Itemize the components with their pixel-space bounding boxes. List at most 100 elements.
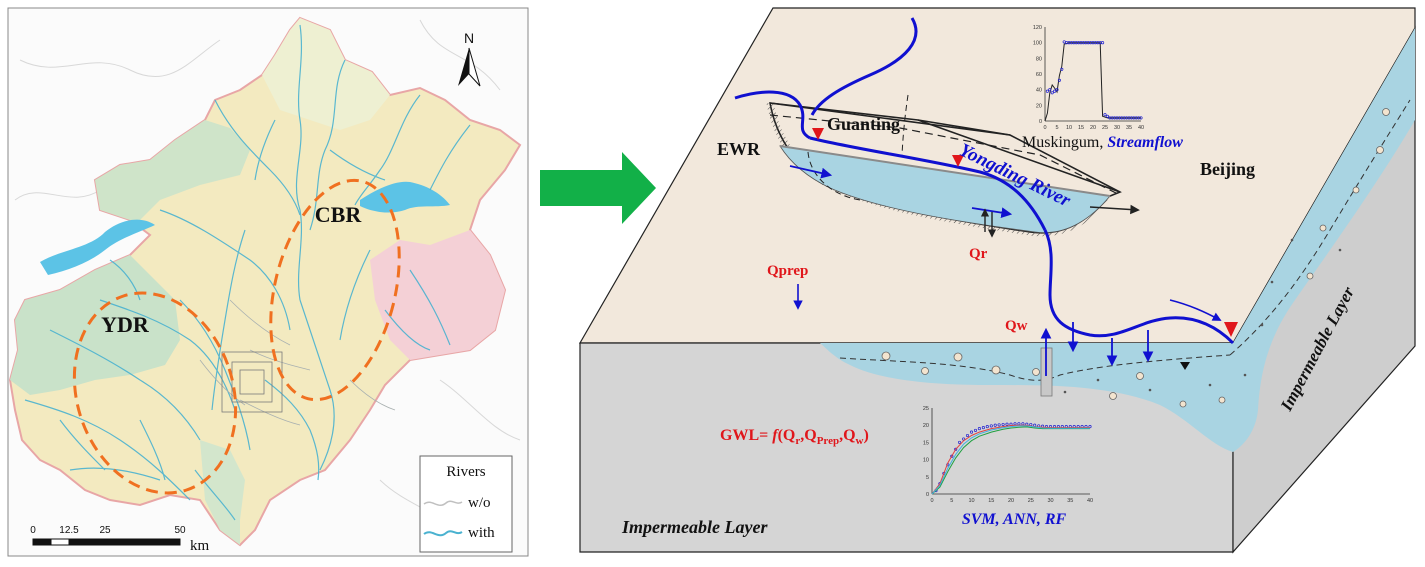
reservoir-gray-line [779,145,1111,197]
streamflow-y-tick-100: 100 [1033,41,1042,47]
pink-zone-east [370,230,505,360]
gwl-point [965,433,970,438]
gwl-x-tick-20: 20 [1008,498,1014,504]
streamflow-point [1103,113,1107,117]
muskingum-label: Muskingum, Streamflow [1022,134,1183,151]
scale-tick-0: 0 [30,525,36,536]
gwl-x-tick-25: 25 [1028,498,1034,504]
gwl-point [997,423,1001,427]
gwl-point [981,426,985,430]
river-network [24,24,471,521]
reservoir-vertical-dash [901,94,909,156]
ydr-boundary-ellipse [72,291,238,495]
gwl-y-tick-0: 0 [926,492,929,498]
reservoir-dashed-line [769,114,1121,196]
light-zone-north [262,18,390,130]
scale-tick-50: 50 [174,525,186,536]
gwl-x-tick-0: 0 [930,498,933,504]
green-arrow-icon [540,152,656,224]
scale-tick-25: 25 [99,525,111,536]
legend-title: Rivers [446,464,485,480]
gwl-y-tick-25: 25 [923,406,929,412]
streamflow-point [1139,116,1143,120]
streamflow-y-tick-80: 80 [1036,56,1042,62]
streamflow-y-tick-60: 60 [1036,72,1042,78]
streamflow-x-tick-10: 10 [1066,125,1072,131]
legend-line-with [423,530,463,537]
green-zone-west [10,255,180,395]
gwl-point [993,423,997,427]
cbr-boundary-ellipse [269,178,401,402]
gwl-point [1001,422,1005,427]
streamflow-y-tick-0: 0 [1039,119,1042,125]
groundwater-level-marker [1180,362,1190,370]
yongding-river-upstream [734,90,811,140]
streamflow-point [1055,88,1059,92]
ml-models-label: SVM, ANN, RF [962,511,1067,528]
guanting-reservoir [40,219,155,275]
streamflow-y-tick-20: 20 [1036,103,1042,109]
gwl-y-tick-20: 20 [923,423,929,429]
streamflow-point [1053,89,1057,93]
streamflow-y-tick-40: 40 [1036,88,1042,94]
gwl-point [989,424,993,428]
yongding-river-through-reservoir [809,136,1047,231]
gwl-series-line-1 [931,424,1090,495]
streamflow-series-line-0 [1044,42,1141,122]
legend-label-without: w/o [468,495,491,511]
impermeable-layer-bottom-label: Impermeable Layer [621,517,768,537]
water-level-marker-reservoir [952,155,964,167]
streamflow-x-tick-15: 15 [1078,125,1084,131]
streamflow-point [1105,114,1109,118]
reservoir-flow-arrow-2 [971,207,1013,218]
reservoir-dashed-arc [807,151,861,201]
gwl-x-tick-15: 15 [988,498,994,504]
gwl-point [958,440,962,444]
city-center-grid [221,351,283,413]
streamflow-x-tick-30: 30 [1114,125,1120,131]
water-level-marker-downstream [1224,322,1238,337]
reservoir-dam-line [769,102,1011,136]
streamflow-point [1050,91,1054,95]
ewr-label: EWR [717,139,761,159]
streamflow-x-tick-35: 35 [1126,125,1132,131]
yongding-river-downstream [1043,229,1235,345]
map-panel: CBR YDR N Rivers w/o with 0 12.5 25 50 [7,7,529,557]
aquifer-pebbles [881,108,1390,408]
scale-bar: 0 12.5 25 50 km [30,525,209,554]
gwl-point [985,425,989,429]
block-diagram: Guanting EWR Yongding River Beijing Qr Q… [578,7,1416,554]
gwl-x-tick-35: 35 [1067,498,1073,504]
gwl-point [954,447,958,451]
gwl-x-tick-5: 5 [950,498,953,504]
gwl-y-tick-5: 5 [926,475,929,481]
gwl-x-tick-40: 40 [1087,498,1093,504]
legend-line-without [423,500,463,507]
gwl-series-line-3 [931,425,1090,495]
reservoir-rim-line [917,119,1121,193]
reservoir-outflow-arrow [1089,204,1140,215]
gwl-point [977,427,981,431]
qr-label: Qr [969,246,988,262]
beijing-label: Beijing [1200,159,1255,179]
streamflow-y-tick-120: 120 [1033,25,1042,31]
streamflow-x-tick-40: 40 [1138,125,1144,131]
miyun-reservoir [360,181,450,213]
streamflow-x-tick-0: 0 [1043,125,1046,131]
yongding-river-inflow-north [810,17,918,116]
gwl-y-tick-10: 10 [923,458,929,464]
green-zone-northwest [95,120,250,220]
gwl-equation: GWL= f(Qr,QPrep,Qw) [720,427,869,447]
north-arrow-icon: N [458,30,481,87]
scale-tick-12-5: 12.5 [59,525,79,536]
north-label: N [464,30,474,46]
recharge-arrows [1067,322,1154,367]
streamflow-point [1057,78,1061,82]
gwl-x-tick-10: 10 [968,498,974,504]
streamflow-x-tick-5: 5 [1055,125,1058,131]
streamflow-x-tick-25: 25 [1102,125,1108,131]
streamflow-point [1045,89,1049,93]
gwl-point [950,454,954,458]
